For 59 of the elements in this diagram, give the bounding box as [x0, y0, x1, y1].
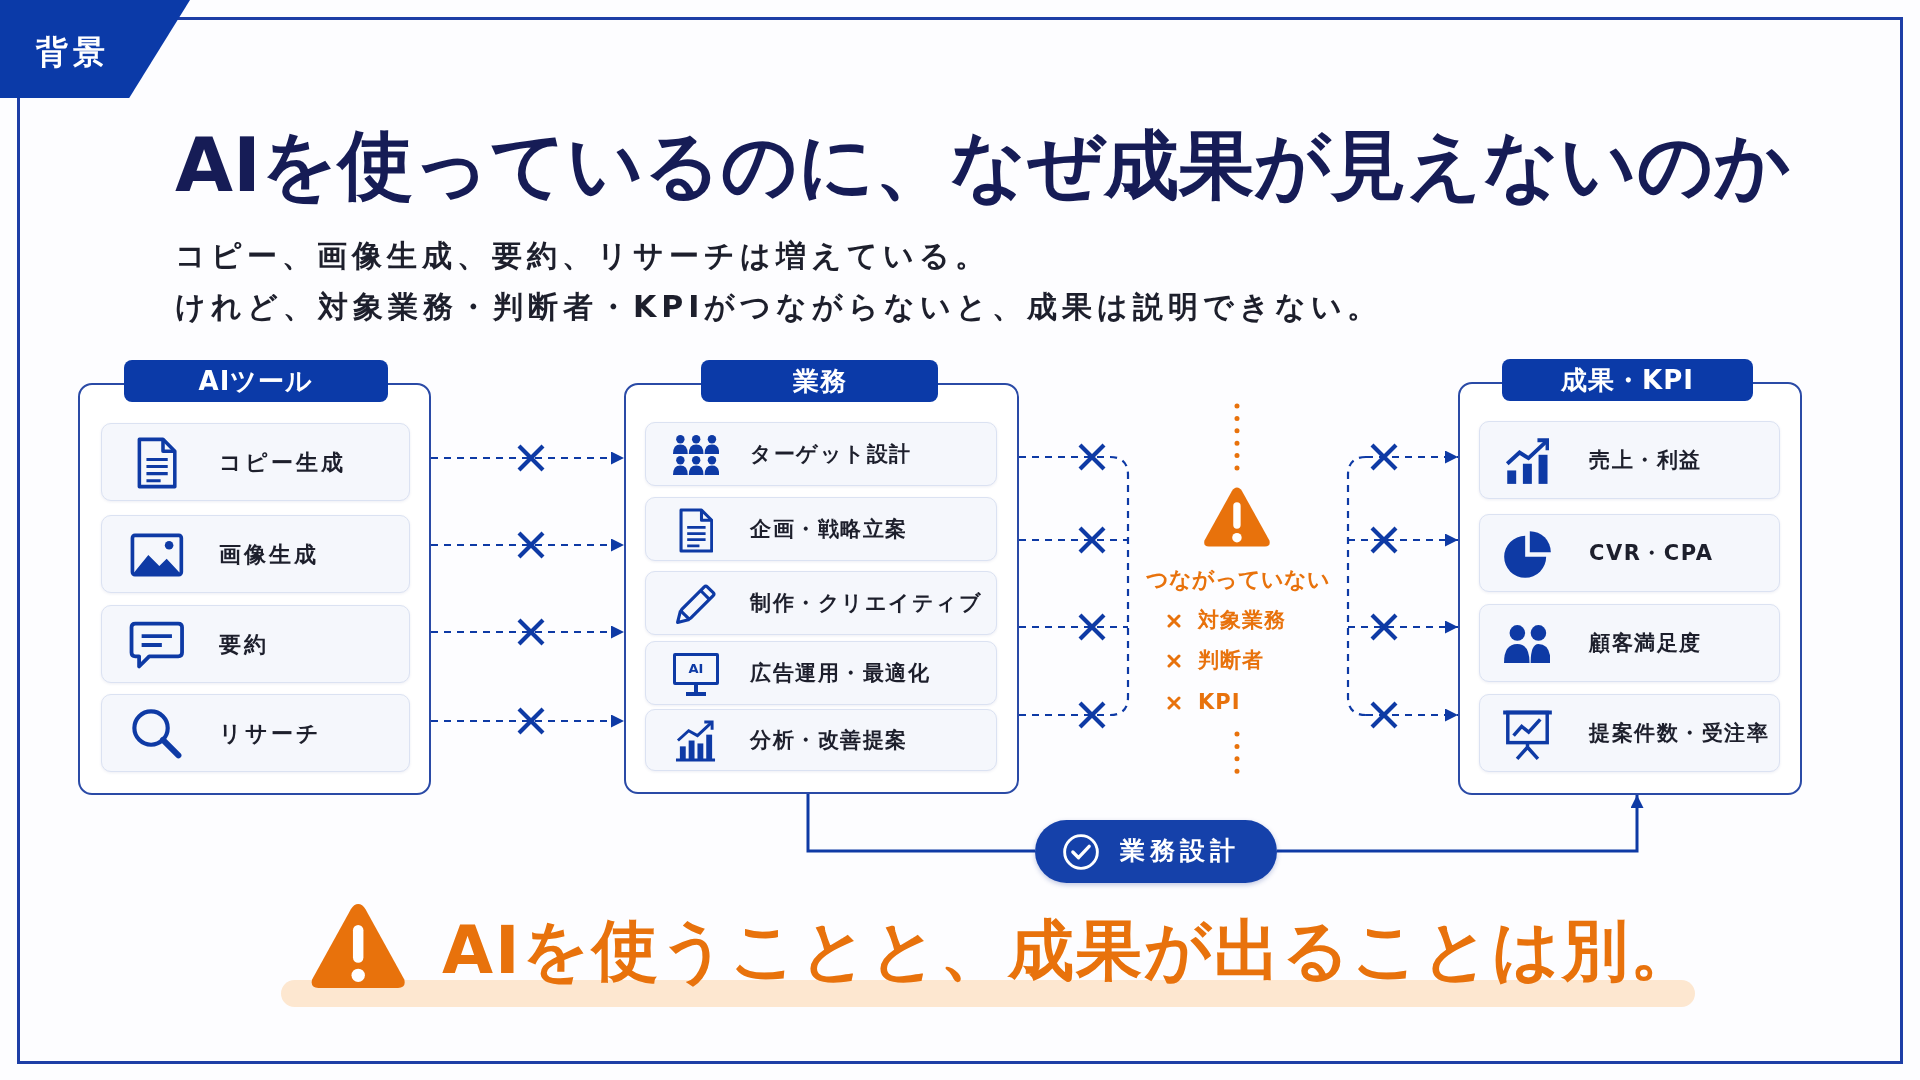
process-pill	[1035, 820, 1277, 883]
dashed-arrow-with-cross	[431, 444, 624, 472]
section-tag	[0, 0, 190, 98]
task-card	[645, 571, 997, 635]
pill-label: 業務設計	[1120, 835, 1240, 868]
warning-item: 判断者	[1198, 647, 1264, 674]
panel-title: 業務	[701, 360, 938, 402]
dashed-arrow-with-cross	[1366, 701, 1458, 729]
arrow	[1277, 795, 1644, 853]
key-message: AIを使うことと、成果が出ることは別。	[442, 916, 1698, 986]
task-name: 企画・戦略立案	[750, 516, 908, 544]
tool-card	[101, 694, 410, 772]
warning-item: 対象業務	[1198, 607, 1286, 634]
panel-title: 成果・KPI	[1502, 359, 1753, 401]
kpi-card	[1479, 421, 1780, 499]
tool-card	[101, 423, 410, 501]
monitor-screen: AI	[673, 653, 719, 685]
warning-item: KPI	[1198, 689, 1241, 716]
kpi-name: 売上・利益	[1589, 447, 1702, 475]
task-card	[645, 709, 997, 771]
title: AIを使っているのに、なぜ成果が見えないのか	[175, 120, 1791, 210]
task-name: 制作・クリエイティブ	[750, 590, 982, 618]
tool-card	[101, 605, 410, 683]
subtitle: コピー、画像生成、要約、リサーチは増えている。	[175, 237, 990, 275]
task-card	[645, 641, 997, 705]
section-title: 背景	[36, 32, 110, 73]
dashed-arrow-with-cross	[431, 531, 624, 559]
kpi-name: 提案件数・受注率	[1589, 720, 1769, 748]
tool-name: 画像生成	[219, 540, 319, 569]
dashed-arrow-with-cross	[1348, 526, 1458, 554]
dashed-arrow-with-cross	[1348, 613, 1458, 641]
kpi-card	[1479, 514, 1780, 592]
dashed-bracket	[1109, 455, 1130, 717]
dashed-connector-line-with-cross	[1019, 526, 1128, 554]
dashed-arrow-with-cross	[431, 618, 624, 646]
dashed-connector-line-with-cross	[1019, 613, 1128, 641]
task-card	[645, 497, 997, 561]
task-name: ターゲット設計	[750, 441, 912, 469]
task-name: 広告運用・最適化	[750, 660, 930, 688]
kpi-card	[1479, 604, 1780, 682]
tools-panel	[78, 360, 431, 795]
task-card	[645, 422, 997, 486]
kpi-card	[1479, 694, 1780, 772]
dashed-bracket	[1346, 455, 1367, 717]
kpi-name: CVR・CPA	[1589, 540, 1714, 568]
tasks-panel	[624, 360, 1019, 794]
kpi-name: 顧客満足度	[1589, 630, 1702, 658]
warning-text: つながっていない	[1146, 566, 1330, 594]
task-name: 分析・改善提案	[750, 727, 908, 755]
tool-name: 要約	[219, 630, 269, 659]
connector-line	[806, 794, 1035, 853]
tool-name: リサーチ	[219, 719, 322, 748]
dashed-arrow-with-cross	[431, 707, 624, 735]
dashed-arrow-with-cross	[1366, 443, 1458, 471]
results-panel	[1458, 359, 1802, 795]
tool-name: コピー生成	[219, 448, 346, 477]
panel-title: AIツール	[124, 360, 388, 402]
subtitle: けれど、対象業務・判断者・KPIがつながらないと、成果は説明できない。	[175, 288, 1383, 326]
tool-card	[101, 515, 410, 593]
